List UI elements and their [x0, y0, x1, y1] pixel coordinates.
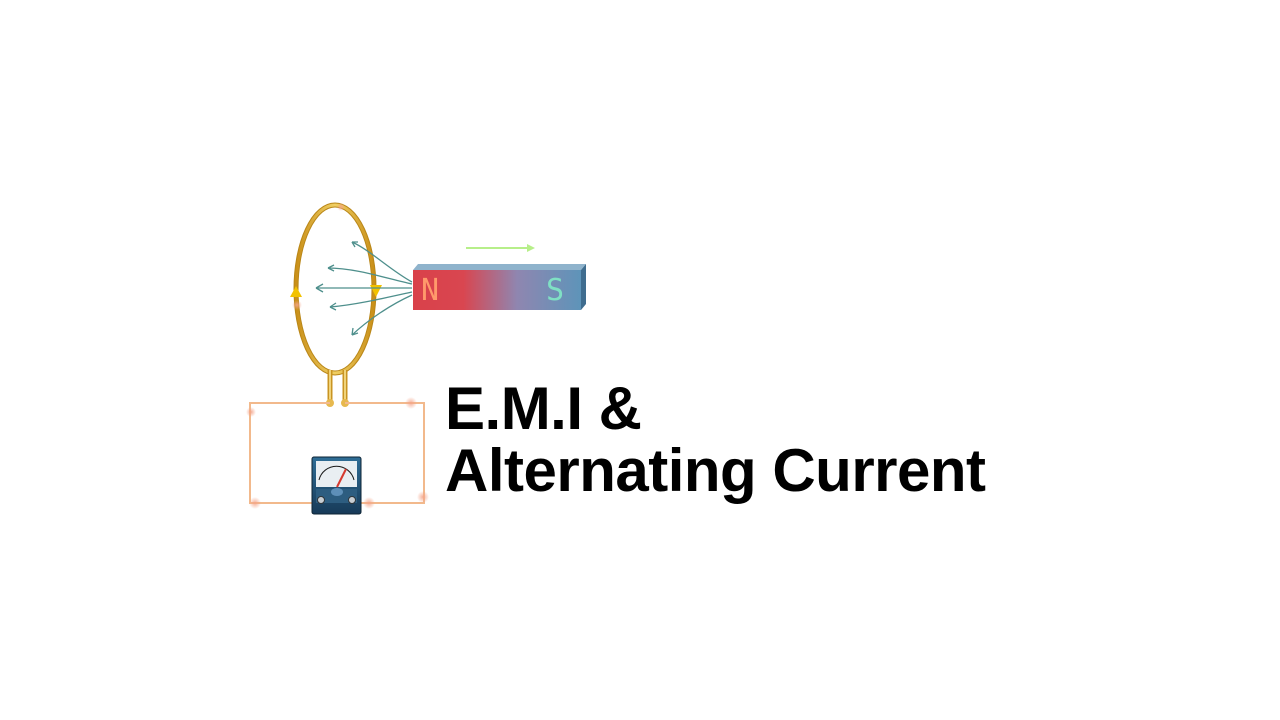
magnet-north-label: N	[421, 273, 439, 308]
title-line-2: Alternating Current	[445, 437, 986, 504]
magnet-south-label: S	[546, 273, 564, 308]
slide-title: E.M.I & Alternating Current	[445, 378, 986, 502]
magnetic-field-lines	[315, 241, 413, 336]
current-direction-arrows	[290, 285, 382, 297]
galvanometer-icon	[311, 456, 362, 515]
bar-magnet: N S	[413, 264, 586, 310]
motion-arrow	[466, 244, 535, 252]
title-line-1: E.M.I &	[445, 375, 642, 442]
